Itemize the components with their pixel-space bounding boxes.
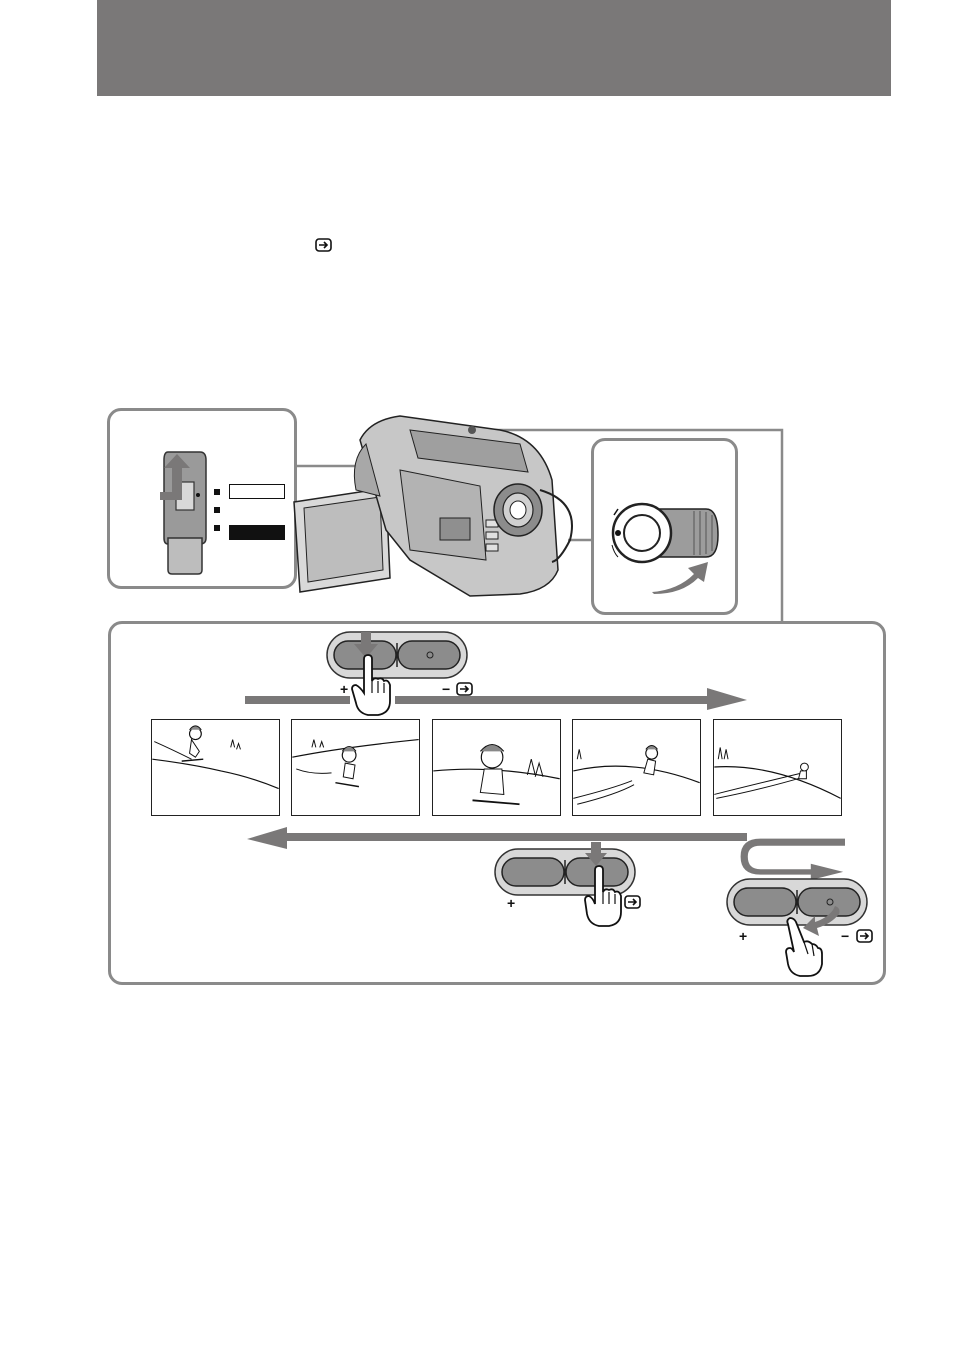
- page-header-bar: [97, 0, 891, 96]
- repeat-arrow-icon: [740, 838, 852, 878]
- skier-frame-5: [713, 719, 842, 816]
- mode-mark-2: [214, 507, 220, 513]
- forward-arrow-icon: [245, 688, 747, 710]
- minus-label-right: −: [841, 929, 849, 943]
- arrow-up-icon: [160, 452, 194, 502]
- hand-pointer-icon: [782, 918, 826, 978]
- skier-frame-2: [291, 719, 420, 816]
- plus-label-right: +: [739, 929, 747, 943]
- hand-pointer-icon: [585, 866, 629, 928]
- press-arrow-icon: [585, 842, 607, 866]
- mode-label-2: [229, 502, 285, 517]
- mode-label-3: [229, 525, 285, 540]
- input-arrow-icon: [624, 895, 641, 909]
- skier-frame-1: [151, 719, 280, 816]
- skier-frame-3: [432, 719, 561, 816]
- input-arrow-icon: [315, 238, 332, 252]
- skier-frame-4: [572, 719, 701, 816]
- plus-label-middle: +: [507, 896, 515, 910]
- rotate-arrow-icon: [650, 560, 710, 594]
- mode-label-1: [229, 484, 285, 499]
- backward-arrow-icon: [247, 827, 747, 849]
- mode-mark-3: [214, 525, 220, 531]
- input-arrow-icon: [856, 929, 873, 943]
- mode-mark-1: [214, 489, 220, 495]
- camcorder-illustration: [290, 410, 590, 600]
- button-pair-top[interactable]: [326, 631, 468, 679]
